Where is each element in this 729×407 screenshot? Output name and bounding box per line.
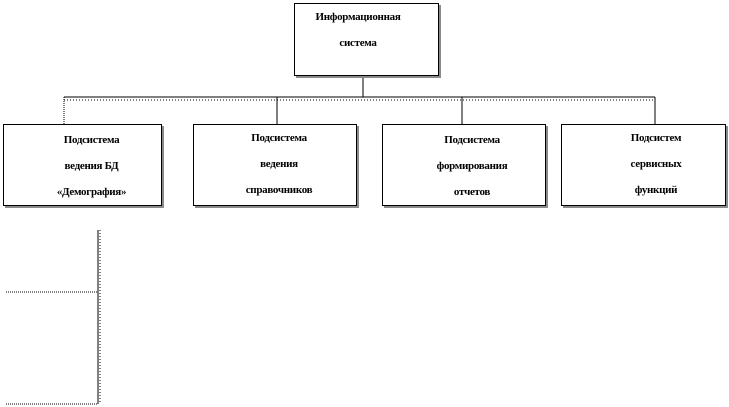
subsystem-node-label: Подсистема формирования отчетов: [436, 134, 508, 198]
subsystem-node-directories: Подсистема ведения справочников: [193, 124, 357, 206]
subsystem-node-label: Подсистема ведения БД «Демография»: [56, 134, 127, 198]
subsystem-node-label: Подсистем сервисных функций: [630, 132, 682, 196]
root-node-label: Информационная система: [315, 11, 401, 49]
subsystem-node-service-functions: Подсистем сервисных функций: [561, 124, 726, 206]
root-node: Информационная система: [294, 3, 439, 76]
subsystem-node-demography: Подсистема ведения БД «Демография»: [3, 124, 162, 206]
subsystem-node-reports: Подсистема формирования отчетов: [382, 124, 546, 206]
subsystem-node-label: Подсистема ведения справочников: [245, 132, 313, 196]
